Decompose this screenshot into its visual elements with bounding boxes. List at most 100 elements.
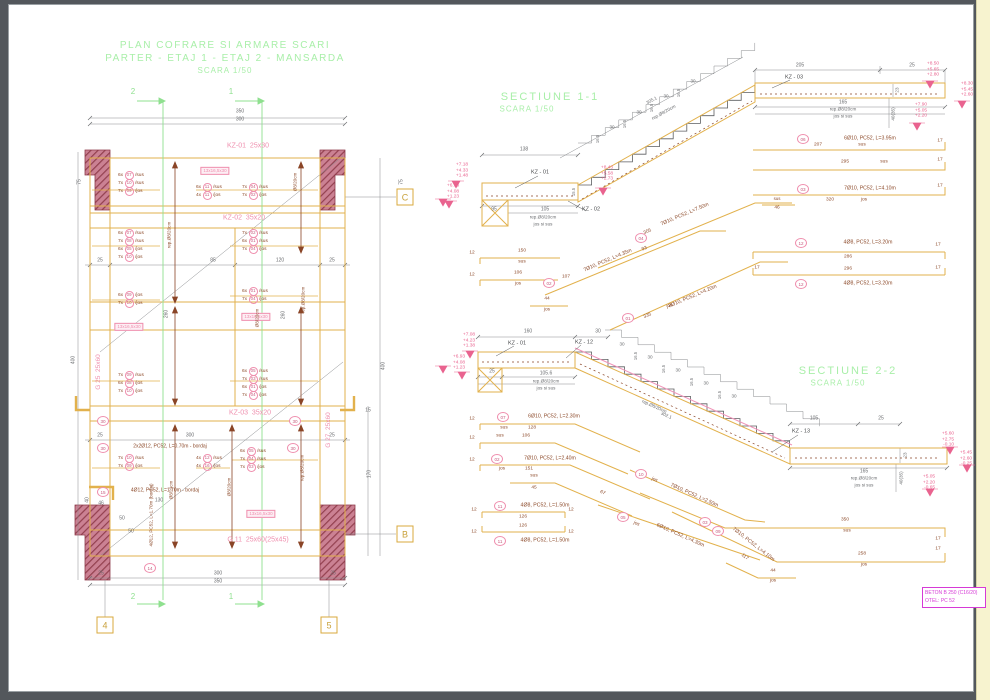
annotation-label: 12 [469,435,475,441]
rebar-row-text: 7x [118,463,124,469]
section-2-title: SECTIUNE 2-2 [798,365,898,377]
rebar-mark-number: 09 [124,462,134,471]
annotation-label: 17 [935,546,941,552]
annotation-label: 16.5 [716,390,722,400]
annotation-label: 300 [235,116,245,123]
annotation-label: 17 [935,242,941,248]
rebar-mark-badge: 30 [289,416,301,426]
rebar-row-text: 6x [240,448,246,454]
elevation-label: +6.93 +4.08 +1.23 [446,183,460,200]
rebar-mark-badge: 30 [97,416,109,426]
annotation-label: 25 [97,432,103,439]
annotation-label: sus [496,433,504,439]
rebar-row-text: /jos [135,388,143,394]
rebar-row-text: 7x [242,376,248,382]
rebar-row-text: 6x [242,368,248,374]
annotation-label: 15.5 [570,187,576,197]
annotation-label: 17 [935,536,941,542]
rebar-mark-number: 04 [248,295,258,304]
rebar-row-text: 7x [118,254,124,260]
rebar-mark-badge: 15 [97,487,109,497]
annotation-label: KZ - 01 [507,340,527,347]
rebar-row-text: 7x [118,180,124,186]
rebar-row-text: /sus [135,238,144,244]
rebar-row-text: 7x [242,392,248,398]
annotation-label: KZ - 12 [574,339,594,346]
rebar-mark-badge: 07 [497,412,509,422]
annotation-label: 30 [595,328,601,335]
annotation-label: sus [518,259,526,265]
flight-label: 13x16,5x30 [200,166,230,176]
rebar-row-text: 7x [118,372,124,378]
rebar-row-text: /sus [259,184,268,190]
annotation-label: rep.Ø8/20cm [850,475,878,481]
rebar-row-text: 6x [118,246,124,252]
annotation-label: rep.Ø8/20cm [529,214,557,220]
annotation-label: 350 [840,517,850,523]
annotation-label: 30 [690,78,696,84]
drawing-title-scale: SCARA 1/50 [197,66,253,75]
annotation-label: 165 [859,468,869,475]
section-mark-2: 2 [130,592,136,601]
section-mark-2: 2 [130,87,136,96]
rebar-row-text: /sus [259,238,268,244]
rebar-row-text: 7x [118,300,124,306]
drawing-title-line1: PLAN COFRARE SI ARMARE SCARI [119,40,331,51]
annotation-label: 205 [795,62,805,69]
rebar-row-text: /sus [259,230,268,236]
annotation-label: 40 [84,497,91,503]
rebar-row-text: 6x [118,380,124,386]
flight-label: 13x16,5x30 [114,322,144,332]
rebar-row-text: /jos [135,246,143,252]
annotation-label: 46 [774,205,780,211]
annotation-label: Ø8/20cm [292,172,298,192]
annotation-label: 25 [489,368,495,375]
column-hatch [74,149,356,581]
axis-bubble-5: 5 [320,616,338,634]
rebar-mark-badge: 01 [622,313,634,323]
rebar-mark-badge: 10 [635,469,647,479]
annotation-label: 260 [280,310,287,320]
rebar-row-text: /sus [257,448,266,454]
annotation-label: 4Ø8, PC52, L=3.20m [843,280,893,287]
rebar-row-text: /jos [259,296,267,302]
rebar-row-text: 7x [242,192,248,198]
annotation-label: KZ - 02 [581,206,601,213]
annotation-label: 46 [98,500,104,507]
rebar-row-text: 7x [118,188,124,194]
annotation-label: 151 [524,466,534,472]
annotation-label: 4Ø8, PC52, L=3.20m [843,239,893,246]
rebar-row-text: /sus [259,288,268,294]
annotation-label: 165 [838,99,848,106]
rebar-mark-badge: 03 [699,517,711,527]
annotation-label: Ø8/20cm [226,477,232,497]
rebar-row-text: /sus [257,456,266,462]
rebar-mark-number: 16 [202,462,212,471]
annotation-label: 25 [878,415,884,422]
annotation-label: 12 [469,457,475,463]
rebar-mark-number: 03 [246,463,256,472]
annotation-label: rep.Ø8/20cm [300,286,306,314]
annotation-label: 75 [76,179,83,185]
annotation-label: 6Ø10, PC52, L=3.95m [844,135,896,142]
annotation-label: 30 [731,393,737,399]
rebar-row-text: 6x [242,288,248,294]
annotation-label: 7Ø10, PC52, L=4.10m [844,185,896,192]
annotation-label: jos si sus [533,221,553,227]
annotation-label: sus [843,528,851,534]
annotation-label: 106 [513,270,523,276]
annotation-label: 30 [647,354,653,360]
annotation-label: 50 [119,515,125,522]
rebar-row-text: /jos [135,254,143,260]
rebar-mark-badge: 02 [491,454,503,464]
rebar-mark-number: 10 [124,299,134,308]
annotation-label: sus [858,142,866,148]
annotation-label: 120 [275,257,285,264]
rebar-mark-badge: 09 [712,526,724,536]
rebar-row-text: 6x [118,292,124,298]
rebar-dashed [482,93,940,459]
